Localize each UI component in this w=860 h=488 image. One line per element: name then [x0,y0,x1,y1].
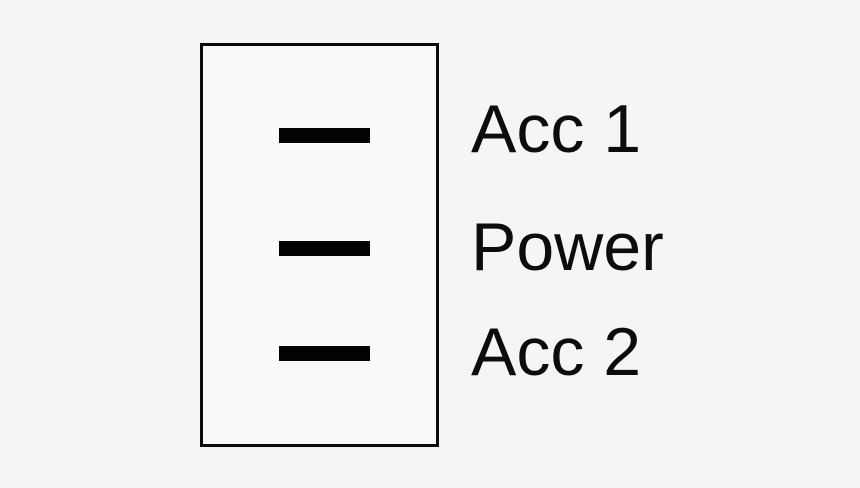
switch-position-bar-acc-2 [279,346,370,361]
switch-position-bar-acc-1 [279,128,370,143]
switch-position-bar-power [279,241,370,256]
position-label-power: Power [471,209,664,285]
position-label-acc-2: Acc 2 [471,314,642,390]
position-label-acc-1: Acc 1 [471,91,642,167]
